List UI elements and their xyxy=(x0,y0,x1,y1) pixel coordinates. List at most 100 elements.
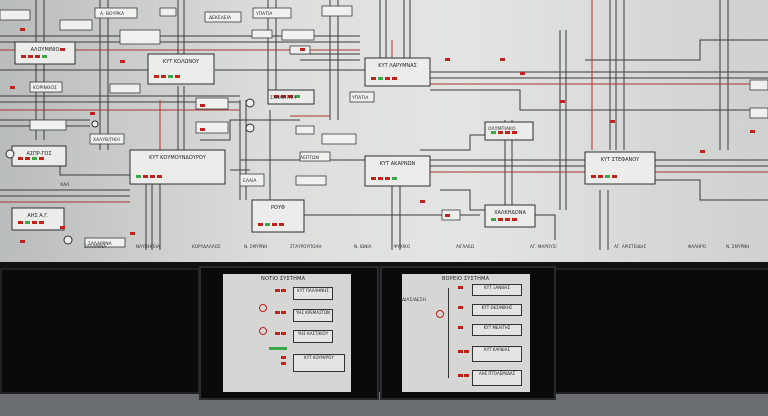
north-box-1: ΚΥΤ ΞΑΝΘΗΣ xyxy=(472,284,522,296)
substation-box-chalkidona xyxy=(485,205,535,227)
north-breaker-icon xyxy=(436,310,444,318)
line-indicator-led xyxy=(445,58,450,61)
line-indicator-led xyxy=(700,150,705,153)
status-led xyxy=(28,55,33,58)
line-indicator-led xyxy=(60,226,65,229)
strip-label: ΣΑΛΑΜΙΝΑ xyxy=(84,244,106,249)
status-led xyxy=(32,221,37,224)
line-indicator-led xyxy=(420,200,425,203)
strip-label: Ν. ΣΜΥΡΝΗ xyxy=(726,244,749,249)
status-led xyxy=(378,77,383,80)
status-led xyxy=(491,218,496,221)
north-led-4 xyxy=(458,350,463,353)
status-led xyxy=(279,223,284,226)
line-indicator-led xyxy=(200,104,205,107)
line-indicator-led xyxy=(445,214,450,217)
south-led-6 xyxy=(281,332,286,335)
line-indicator-led xyxy=(10,86,15,89)
status-led xyxy=(168,75,173,78)
line-indicator-led xyxy=(560,100,565,103)
label-vourka: ΥΠΑΤΙΑ xyxy=(255,11,273,17)
line-indicator-led xyxy=(60,48,65,51)
label-leption: ΛΕΠΤΩΝ xyxy=(300,155,319,161)
substation-label-kyt-kolonou: ΚΥΤ ΚΟΛΩΝΟΥ xyxy=(163,59,200,65)
status-led xyxy=(378,177,383,180)
status-led xyxy=(39,157,44,160)
status-led xyxy=(150,175,155,178)
status-led xyxy=(598,175,603,178)
south-box-2: ΥΗΣ ΚΡΕΜΑΣΤΩΝ xyxy=(293,309,333,322)
north-panel-title: ΒΟΡΕΙΟ ΣΥΣΤΗΜΑ xyxy=(442,276,489,282)
label-chalkida: ΧΑΛ xyxy=(60,182,70,188)
line-indicator-led xyxy=(610,120,615,123)
status-led xyxy=(25,221,30,224)
strip-label: ΝΑΥΠΗΓΕΙΑ xyxy=(136,244,160,249)
wall-panel-left xyxy=(0,268,200,394)
substation-label-agios-st: ΑΗΣ Α.Γ. xyxy=(27,213,49,219)
status-led xyxy=(39,221,44,224)
status-led xyxy=(154,75,159,78)
south-box-4: ΚΥΤ ΚΟΥΜ/ΡΟΥ xyxy=(293,354,345,372)
south-box-1: ΚΥΤ ΠΑΛΛΗΝΗΣ xyxy=(293,287,333,300)
substation-label-kyt-stefanou: ΚΥΤ ΣΤΕΦΑΝΟΥ xyxy=(601,157,640,163)
substation-label-kyt-koumoundourou: ΚΥΤ ΚΟΥΜΟΥΝΔΟΥΡΟΥ xyxy=(149,155,207,161)
strip-label: ΚΟΡΥΔΑΛΛΟΣ xyxy=(192,244,221,249)
status-led xyxy=(42,55,47,58)
substation-label-aspropyrgos: ΑΣΠΡ-ΓΟΣ xyxy=(26,151,51,157)
status-led xyxy=(392,177,397,180)
status-led xyxy=(161,75,166,78)
status-led xyxy=(605,175,610,178)
north-box-5: ΑΗΣ ΠΤΟΛΕΜ/ΔΑΣ xyxy=(472,370,522,386)
substation-label-kyt-akarnon: ΚΥΤ ΑΚΑΡΝΩΝ xyxy=(380,161,416,167)
north-box-3: ΚΥΤ ΜΕΛΙΤΗΣ xyxy=(472,324,522,336)
label-elaiona: ΕΛΑΙΑ xyxy=(243,178,257,184)
label-ypatia: ΥΠΑΤΙΑ xyxy=(351,95,369,101)
north-led-1 xyxy=(458,286,463,289)
south-panel-title: ΝΟΤΙΟ ΣΥΣΤΗΜΑ xyxy=(261,276,305,282)
substation-box-agios-st xyxy=(12,208,64,230)
status-led xyxy=(505,218,510,221)
status-led xyxy=(18,157,23,160)
south-led-4 xyxy=(281,311,286,314)
line-indicator-led xyxy=(750,130,755,133)
north-led-2 xyxy=(458,306,463,309)
strip-label: Ν. ΣΜΥΡΝΗ xyxy=(244,244,267,249)
line-indicator-led xyxy=(120,60,125,63)
label-chalyvourgiki: ΧΑΛΥΒ/ΓΙΚΗ xyxy=(93,137,120,143)
strip-label: ΑΙΓΑΛΕΩ xyxy=(456,244,475,249)
strip-label: ΣΤΑΥΡΟΥΠΟΛΗ xyxy=(290,244,321,249)
status-led xyxy=(35,55,40,58)
south-system-panel: ΝΟΤΙΟ ΣΥΣΤΗΜΑ ΚΥΤ ΠΑΛΛΗΝΗΣ ΥΗΣ ΚΡΕΜΑΣΤΩΝ… xyxy=(223,274,351,392)
line-indicator-led xyxy=(20,28,25,31)
north-box-4: ΚΥΤ ΚΑΡΔΙΑΣ xyxy=(472,346,522,362)
status-led xyxy=(258,223,263,226)
south-led-8 xyxy=(281,362,286,365)
label-korinthos: ΚΟΡΙΝΘΟΣ xyxy=(33,85,57,91)
label-vouzolika: Α. ΒΟΥΡΚΑ xyxy=(100,11,125,17)
status-led xyxy=(25,157,30,160)
south-led-1 xyxy=(275,289,280,292)
status-led xyxy=(512,218,517,221)
south-led-2 xyxy=(281,289,286,292)
line-indicator-led xyxy=(20,240,25,243)
status-led xyxy=(175,75,180,78)
north-trunk-line xyxy=(448,288,449,378)
status-led xyxy=(157,175,162,178)
substation-box-aloumil xyxy=(15,42,75,64)
north-system-panel: ΒΟΡΕΙΟ ΣΥΣΤΗΜΑ ΔΙΑΣ/ΔΕΣΗ ΚΥΤ ΞΑΝΘΗΣ ΚΥΤ … xyxy=(402,274,530,392)
line-indicator-led xyxy=(200,128,205,131)
north-led-7 xyxy=(464,374,469,377)
status-led xyxy=(32,157,37,160)
substation-label-roufi: ΡΟΥΦ xyxy=(271,205,285,211)
substation-label-chalkidona: ΧΑΛΚΗΔΟΝΑ xyxy=(494,210,526,216)
south-box-3: ΥΗΣ ΚΑΣΤ/ΚΙΟΥ xyxy=(293,330,333,343)
substation-label-aloumil: ΑΛΟΥΜΙΝΙΟ xyxy=(31,47,60,53)
status-led xyxy=(18,221,23,224)
south-led-7 xyxy=(281,356,286,359)
strip-label: ΑΓ. ΜΑΡΟΥΣΙ xyxy=(530,244,557,249)
status-led xyxy=(591,175,596,178)
status-led xyxy=(612,175,617,178)
strip-label: ΦΑΛΗΡΟ xyxy=(688,244,707,249)
strip-label: ΨΥΧΙΚΟ xyxy=(394,244,411,249)
